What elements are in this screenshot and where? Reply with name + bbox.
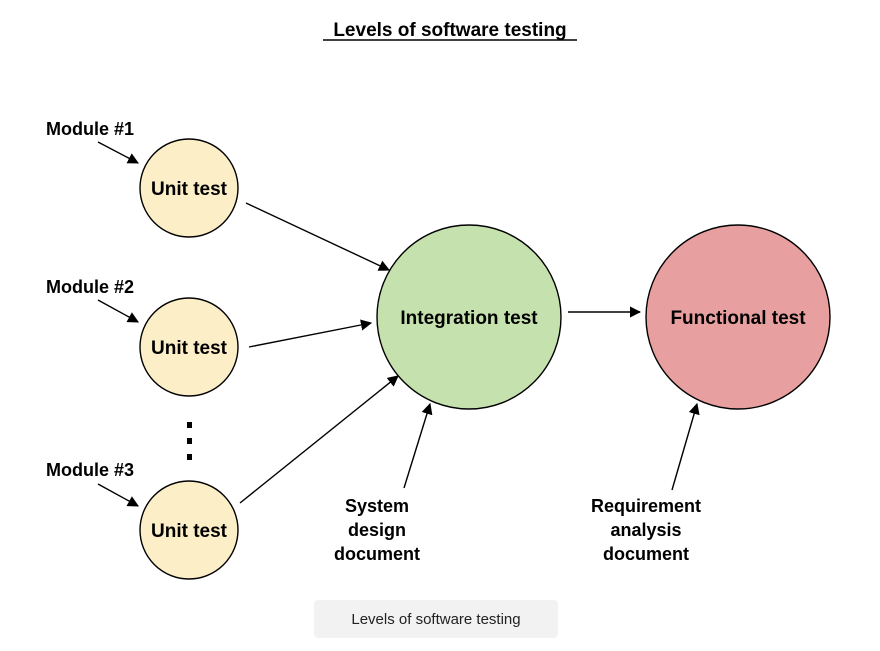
unit-test-node-2: Unit test [139,297,239,397]
svg-text:System: System [345,496,409,516]
module-3-label: Module #3 [46,460,134,480]
figure-caption: Levels of software testing [314,600,558,638]
unit-test-2-label: Unit test [151,338,228,359]
svg-text:design: design [348,520,406,540]
unit-test-3-label: Unit test [151,521,228,542]
unit-test-node-3: Unit test [139,480,239,580]
diagram-title: Levels of software testing [333,20,566,41]
module-1-label: Module #1 [46,119,134,139]
svg-text:analysis: analysis [610,520,681,540]
unit-test-1-label: Unit test [151,179,228,200]
svg-text:Requirement: Requirement [591,496,701,516]
requirement-analysis-arrow [671,402,700,491]
unit-2-to-integration-arrow [248,319,373,348]
module-3-arrow [97,483,139,507]
integration-test-node: Integration test [376,224,562,410]
more-modules-ellipsis [187,422,192,460]
functional-test-node: Functional test [645,224,831,410]
system-design-document-label: System design document [334,496,420,564]
functional-test-label: Functional test [670,308,806,329]
unit-1-to-integration-arrow [245,202,391,271]
integration-test-label: Integration test [400,308,538,329]
unit-test-node-1: Unit test [139,138,239,238]
requirement-analysis-document-label: Requirement analysis document [591,496,701,564]
svg-text:document: document [334,544,420,564]
module-1-arrow [97,141,139,164]
system-design-arrow [403,402,433,489]
module-2-arrow [97,299,139,323]
svg-text:document: document [603,544,689,564]
module-2-label: Module #2 [46,277,134,297]
unit-3-to-integration-arrow [239,375,399,504]
